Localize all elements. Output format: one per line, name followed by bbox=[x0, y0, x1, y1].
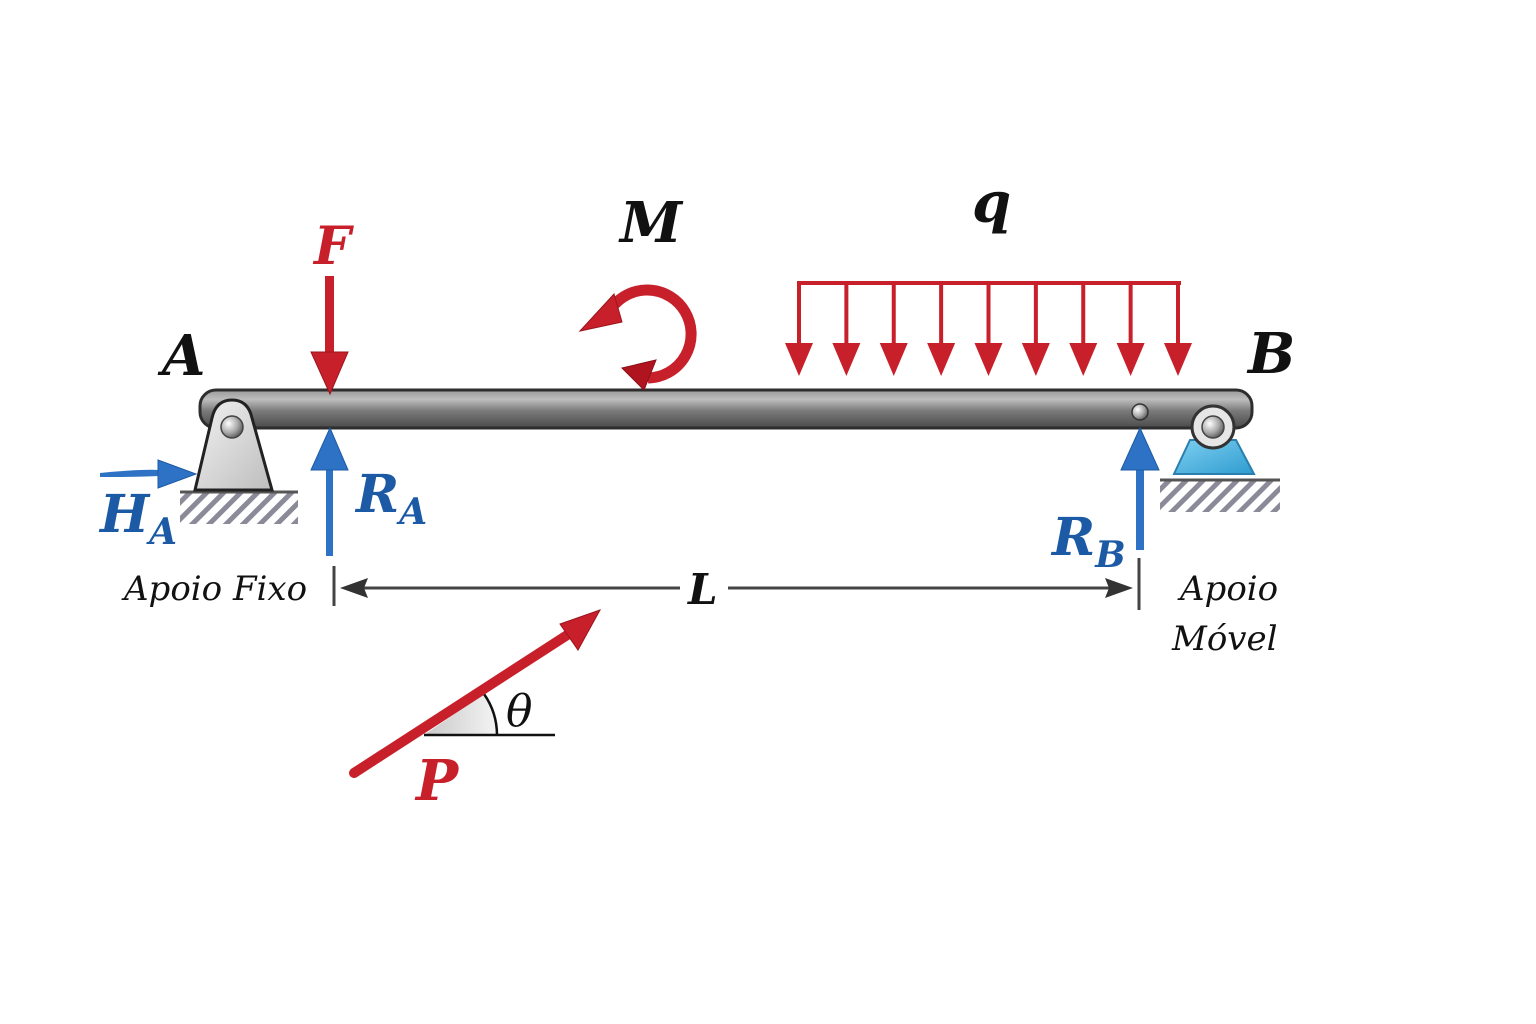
pin-support bbox=[193, 398, 274, 492]
distributed-load bbox=[785, 281, 1192, 376]
force-f-arrow bbox=[310, 276, 349, 396]
distributed-load-arrow bbox=[1069, 283, 1098, 376]
moment-arrow bbox=[578, 284, 697, 391]
label-inclined-p: P bbox=[414, 748, 460, 814]
roller-ball bbox=[1201, 415, 1225, 439]
beam-bolt bbox=[1131, 403, 1149, 421]
pin-ball bbox=[220, 415, 244, 439]
label-angle-theta: θ bbox=[506, 686, 533, 737]
distributed-load-arrow bbox=[1021, 283, 1050, 376]
label-point-a: A bbox=[157, 323, 205, 389]
label-reaction-ra: RA bbox=[354, 464, 427, 533]
label-point-b: B bbox=[1246, 321, 1295, 387]
distributed-load-arrow bbox=[832, 283, 861, 376]
inclined-force-p bbox=[349, 609, 602, 778]
distributed-load-arrow bbox=[785, 283, 813, 376]
label-force-f: F bbox=[312, 216, 354, 277]
label-length-l: L bbox=[687, 565, 718, 614]
beam bbox=[198, 388, 1254, 430]
distributed-load-arrow bbox=[879, 283, 908, 376]
ground-left bbox=[180, 490, 298, 524]
ha-main: H bbox=[98, 484, 151, 545]
distributed-load-arrow bbox=[1116, 283, 1145, 376]
ra-main: R bbox=[354, 464, 399, 525]
label-moment-m: M bbox=[618, 190, 684, 256]
caption-movable-support-line1: Apoio bbox=[1177, 569, 1278, 609]
distributed-load-arrow bbox=[927, 283, 956, 376]
ha-sub: A bbox=[146, 511, 177, 553]
label-reaction-ha: HA bbox=[98, 484, 177, 553]
distributed-load-arrow bbox=[1164, 283, 1192, 376]
reaction-ha-arrow bbox=[100, 459, 198, 489]
ra-sub: A bbox=[396, 491, 427, 533]
label-distributed-q: q bbox=[972, 170, 1011, 236]
caption-fixed-support: Apoio Fixo bbox=[121, 569, 307, 609]
label-reaction-rb: RB bbox=[1050, 507, 1126, 576]
roller-support bbox=[1172, 404, 1256, 475]
ground-right bbox=[1160, 478, 1280, 512]
rb-sub: B bbox=[1094, 534, 1125, 576]
distributed-load-arrow bbox=[974, 283, 1003, 376]
caption-movable-support-line2: Móvel bbox=[1171, 619, 1278, 659]
reaction-ra-arrow bbox=[310, 426, 349, 556]
reaction-rb-arrow bbox=[1120, 426, 1160, 550]
rb-main: R bbox=[1050, 507, 1095, 568]
dimension-l bbox=[332, 558, 1141, 610]
